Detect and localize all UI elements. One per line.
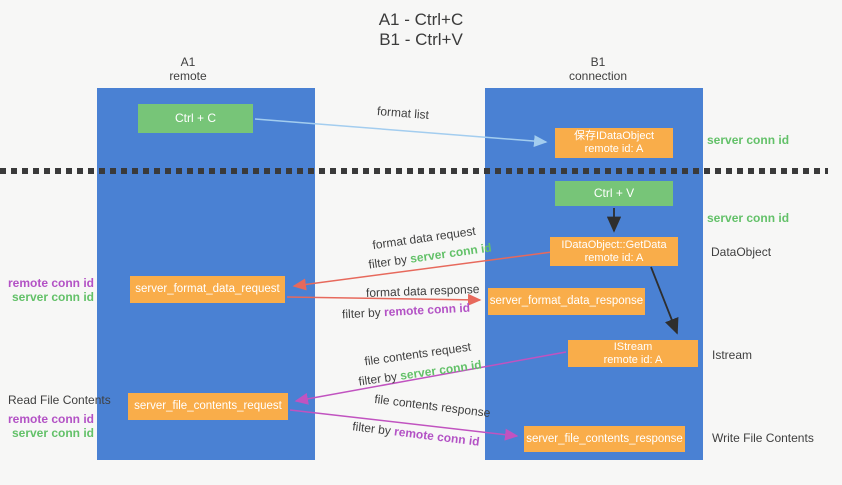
node-server-format-data-response: server_format_data_response <box>488 288 645 315</box>
node-save-line1: 保存IDataObject <box>573 130 655 142</box>
node-file-request-label: server_file_contents_request <box>134 400 282 412</box>
node-istream: IStream remote id: A <box>568 340 698 367</box>
label-read-file-contents: Read File Contents <box>8 393 111 407</box>
label-file-contents-response: file contents response <box>373 391 492 421</box>
node-save-idataobject: 保存IDataObject remote id: A <box>555 128 673 158</box>
node-ctrl-c: Ctrl + C <box>138 104 253 133</box>
lane-a1-name: A1 <box>180 55 196 69</box>
label-filter-server-1-prefix: filter by <box>367 251 412 272</box>
node-ctrl-v-label: Ctrl + V <box>593 186 635 200</box>
lane-header-b1: B1 connection <box>538 55 658 83</box>
label-remote-conn-id-left2: remote conn id <box>8 412 95 426</box>
diagram-title: A1 - Ctrl+C B1 - Ctrl+V <box>0 10 842 50</box>
node-format-request-label: server_format_data_request <box>135 283 280 295</box>
label-dataobject: DataObject <box>711 245 772 259</box>
label-write-file-contents: Write File Contents <box>712 431 814 445</box>
node-getdata-line1: IDataObject::GetData <box>561 238 667 251</box>
node-idataobject-getdata: IDataObject::GetData remote id: A <box>550 237 678 266</box>
label-filter-remote-2: filter by remote conn id <box>352 419 481 448</box>
label-format-list: format list <box>376 103 430 123</box>
node-server-format-data-request: server_format_data_request <box>130 276 285 303</box>
node-server-file-contents-response: server_file_contents_response <box>524 426 685 452</box>
label-filter-remote-2-prefix: filter by <box>351 419 396 439</box>
diagram-title-line1: A1 - Ctrl+C <box>378 10 464 29</box>
label-remote-conn-id-left1: remote conn id <box>8 276 95 290</box>
label-filter-remote-1: filter by remote conn id <box>342 301 471 322</box>
label-server-conn-id-left2: server conn id <box>11 426 94 440</box>
label-filter-remote-2-value: remote conn id <box>393 424 481 449</box>
label-istream: Istream <box>712 348 753 362</box>
node-format-response-label: server_format_data_response <box>489 295 644 307</box>
label-filter-remote-1-value: remote conn id <box>383 300 471 320</box>
label-filter-remote-1-prefix: filter by <box>341 305 385 322</box>
label-server-conn-id-mid: server conn id <box>707 211 790 225</box>
node-getdata-line2: remote id: A <box>584 251 644 264</box>
lane-header-a1: A1 remote <box>128 55 248 83</box>
label-server-conn-id-left1: server conn id <box>11 290 94 304</box>
label-format-data-response: format data response <box>365 282 480 300</box>
label-filter-server-2-prefix: filter by <box>357 368 402 389</box>
separator-dotted-line <box>0 168 828 174</box>
node-istream-line1: IStream <box>613 340 653 353</box>
node-ctrl-c-label: Ctrl + C <box>174 111 216 125</box>
lane-b1-role: connection <box>568 69 628 83</box>
lane-a1-role: remote <box>169 69 207 83</box>
node-ctrl-v: Ctrl + V <box>555 181 673 206</box>
node-save-line2: remote id: A <box>584 143 644 155</box>
diagram-title-line2: B1 - Ctrl+V <box>379 30 463 49</box>
node-server-file-contents-request: server_file_contents_request <box>128 393 288 420</box>
label-server-conn-id-top: server conn id <box>707 133 790 147</box>
lane-b1-name: B1 <box>590 55 606 69</box>
node-istream-line2: remote id: A <box>603 353 663 366</box>
node-file-response-label: server_file_contents_response <box>526 432 683 445</box>
